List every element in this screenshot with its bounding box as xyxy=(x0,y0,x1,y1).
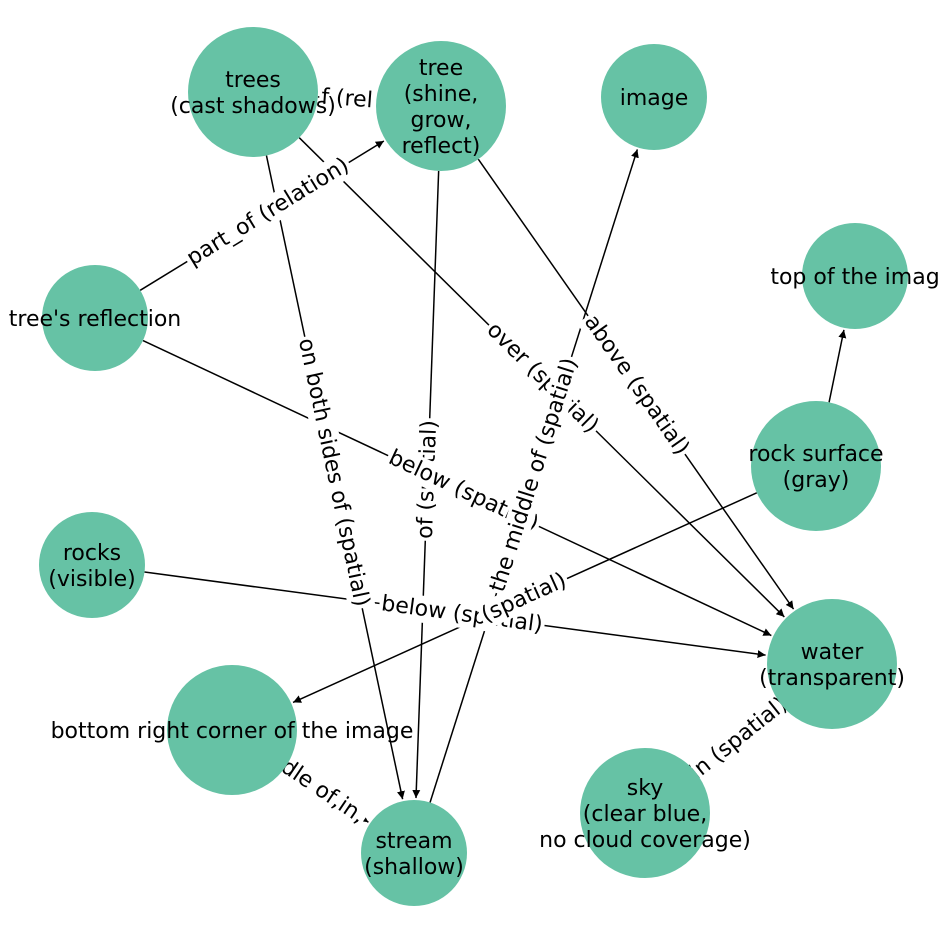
edge-label-background xyxy=(291,333,376,612)
edge-label: in (spatial) xyxy=(685,692,792,785)
edge-label: above (spatial) xyxy=(579,310,694,459)
edge-label-group-2: on both sides of (spatial) xyxy=(291,333,376,612)
node-circle xyxy=(188,27,318,157)
edge-label: part_of (relation) xyxy=(182,153,353,271)
node-label: sky xyxy=(627,776,663,801)
edge-label-background xyxy=(274,752,372,831)
edge-label-group-0: part_of (relation) xyxy=(180,151,356,273)
node-label: grow, xyxy=(411,108,472,133)
edge-label-group-11: in (spatial) xyxy=(682,690,795,787)
edge-label-background xyxy=(382,443,545,539)
node-circle xyxy=(580,748,710,878)
edge-label-group-8: the middle of (spatial) xyxy=(483,352,585,598)
node-label: trees xyxy=(225,68,281,93)
node-circle xyxy=(167,665,297,795)
node-reflection: tree's reflection xyxy=(9,265,182,371)
node-circle xyxy=(39,512,145,618)
edge-label-background xyxy=(682,690,795,787)
node-corner: bottom right corner of the image xyxy=(51,665,414,795)
edge-rock-to-top xyxy=(828,329,847,403)
edge-label-group-1: f (rel xyxy=(318,83,376,115)
node-circle xyxy=(767,599,897,729)
edge-label-group-12: dle of,in, xyxy=(274,752,372,831)
node-label: water xyxy=(801,640,865,665)
node-top: top of the imag xyxy=(770,223,940,329)
edge-label-background xyxy=(318,83,376,115)
edge-label-background xyxy=(475,566,573,630)
node-label: stream xyxy=(375,829,452,854)
node-label: top of the imag xyxy=(770,265,939,290)
node-label: tree xyxy=(419,56,463,81)
node-label: rock surface xyxy=(748,442,883,467)
node-label: (visible) xyxy=(48,567,135,592)
node-circle xyxy=(376,41,506,171)
node-stream: stream(shallow) xyxy=(361,800,467,906)
edge-label-background xyxy=(180,151,356,273)
node-label: (cast shadows) xyxy=(170,94,336,119)
node-sky: sky(clear blue,no cloud coverage) xyxy=(539,748,751,878)
node-label: image xyxy=(620,86,689,111)
edge-label: f (rel xyxy=(320,85,373,114)
edge-label-background xyxy=(479,315,606,441)
node-circle xyxy=(601,44,707,150)
edge-label: on both sides of (spatial) xyxy=(293,336,374,609)
nodes: trees(cast shadows) tree(shine,grow,refle… xyxy=(9,27,940,906)
node-label: (transparent) xyxy=(759,666,905,691)
node-circle xyxy=(361,800,467,906)
node-image: image xyxy=(601,44,707,150)
node-label: rocks xyxy=(63,541,121,566)
node-circle xyxy=(751,401,881,531)
node-trees: trees(cast shadows) xyxy=(170,27,336,157)
node-label: tree's reflection xyxy=(9,307,182,332)
node-label: (shine, xyxy=(404,82,479,107)
edge-label-background xyxy=(483,352,585,598)
node-label: reflect) xyxy=(402,134,481,159)
edge-label-background xyxy=(576,308,697,462)
node-rocks: rocks(visible) xyxy=(39,512,145,618)
node-circle xyxy=(42,265,148,371)
node-rock: rock surface(gray) xyxy=(748,401,884,531)
node-water: water(transparent) xyxy=(759,599,905,729)
edge-label-group-5: above (spatial) xyxy=(576,308,697,462)
edge-label-background xyxy=(377,590,547,639)
node-label: (shallow) xyxy=(364,855,464,880)
edge-label: dle of,in, xyxy=(276,754,369,828)
node-label: no cloud coverage) xyxy=(539,828,751,853)
node-label: (gray) xyxy=(783,468,850,493)
node-circle xyxy=(802,223,908,329)
node-label: (clear blue, xyxy=(583,802,707,827)
node-tree: tree(shine,grow,reflect) xyxy=(376,41,506,171)
edge-label: the middle of (spatial) xyxy=(485,355,583,595)
node-label: bottom right corner of the image xyxy=(51,719,414,744)
